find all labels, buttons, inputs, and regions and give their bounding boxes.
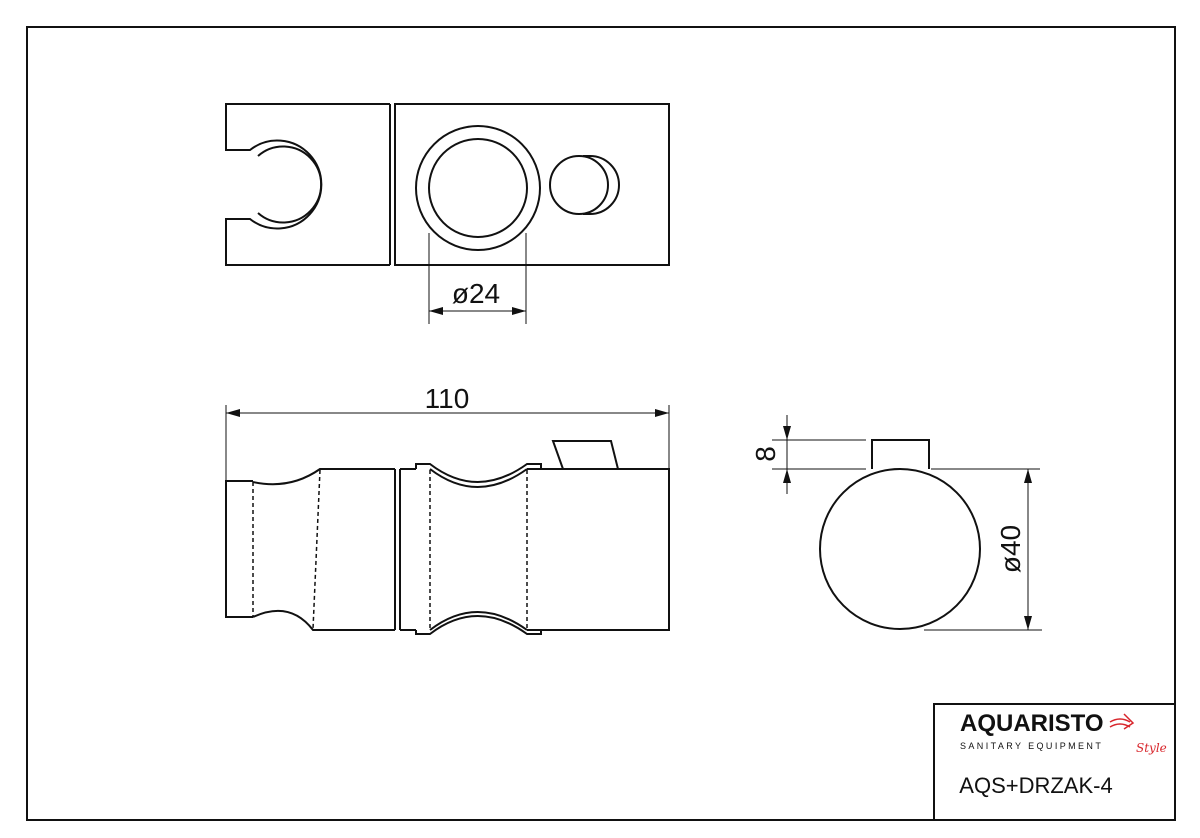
part-code: AQS+DRZAK-4 bbox=[959, 773, 1112, 798]
logo-main-text: AQUARISTO bbox=[960, 710, 1104, 737]
logo-script-text: Style bbox=[1136, 741, 1167, 755]
dimension-length-110: 110 bbox=[425, 383, 470, 414]
dimension-button-height-8: 8 bbox=[750, 446, 781, 462]
side-view: 110 bbox=[225, 383, 670, 635]
logo-swoosh-icon bbox=[1109, 713, 1135, 730]
top-view: ø24 bbox=[225, 103, 670, 324]
dimension-diameter-40: ø40 bbox=[995, 525, 1026, 573]
logo-sub-text: SANITARY EQUIPMENT bbox=[960, 741, 1103, 751]
title-block: AQUARISTO SANITARY EQUIPMENT Style AQS+D… bbox=[933, 703, 1175, 820]
end-view: 8 ø40 bbox=[750, 415, 1042, 631]
aquaristo-logo: AQUARISTO SANITARY EQUIPMENT Style bbox=[960, 710, 1167, 755]
drawing-frame bbox=[26, 26, 1176, 821]
dimension-diameter-24: ø24 bbox=[452, 278, 500, 309]
